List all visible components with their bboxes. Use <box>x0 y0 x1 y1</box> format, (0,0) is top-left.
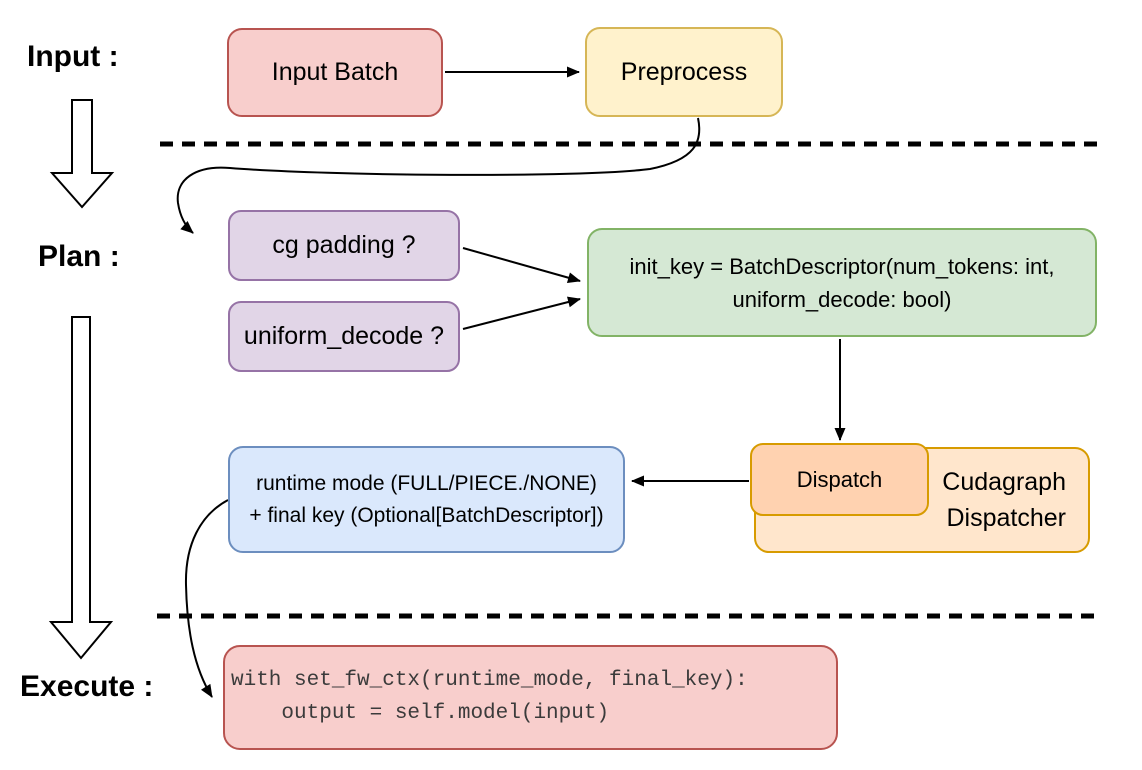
uniform-decode-label: uniform_decode ? <box>243 322 445 351</box>
init-key-line1: init_key = BatchDescriptor(num_tokens: i… <box>629 253 1055 279</box>
stage-label-input: Input : <box>27 40 119 73</box>
arrow-runtimemode-to-executecode <box>184 499 229 698</box>
cudagraph-dispatcher-line2: Dispatcher <box>946 504 1067 532</box>
preprocess-label: Preprocess <box>620 57 748 86</box>
runtime-mode-node: runtime mode (FULL/PIECE./NONE) + final … <box>228 446 625 553</box>
cg-padding-node: cg padding ? <box>228 210 460 281</box>
dispatch-label: Dispatch <box>796 466 883 492</box>
stage-label-execute: Execute : <box>20 670 154 703</box>
stage-label-plan: Plan : <box>38 240 120 273</box>
execute-code-node: with set_fw_ctx(runtime_mode, final_key)… <box>223 645 838 750</box>
plan-to-execute-hollow-arrow <box>48 316 114 660</box>
runtime-mode-line2: + final key (Optional[BatchDescriptor]) <box>249 503 604 527</box>
input-batch-label: Input Batch <box>271 58 399 87</box>
runtime-mode-line1: runtime mode (FULL/PIECE./NONE) <box>256 471 597 495</box>
dispatch-node: Dispatch <box>750 443 929 516</box>
cg-padding-label: cg padding ? <box>272 231 416 260</box>
input-batch-node: Input Batch <box>227 28 443 117</box>
input-to-plan-hollow-arrow <box>49 99 115 209</box>
init-key-line2: uniform_decode: bool) <box>732 286 952 312</box>
uniform-decode-node: uniform_decode ? <box>228 301 460 372</box>
init-key-node: init_key = BatchDescriptor(num_tokens: i… <box>587 228 1097 337</box>
arrow-preprocess-to-cgpadding <box>176 117 701 234</box>
arrow-cgpadding-to-initkey <box>462 247 581 284</box>
execute-code-line1: with set_fw_ctx(runtime_mode, final_key)… <box>231 668 748 692</box>
cudagraph-dispatcher-line1: Cudagraph <box>942 467 1066 496</box>
execute-code-line2: output = self.model(input) <box>231 701 610 725</box>
arrow-uniformdecode-to-initkey <box>462 296 581 330</box>
preprocess-node: Preprocess <box>585 27 783 117</box>
